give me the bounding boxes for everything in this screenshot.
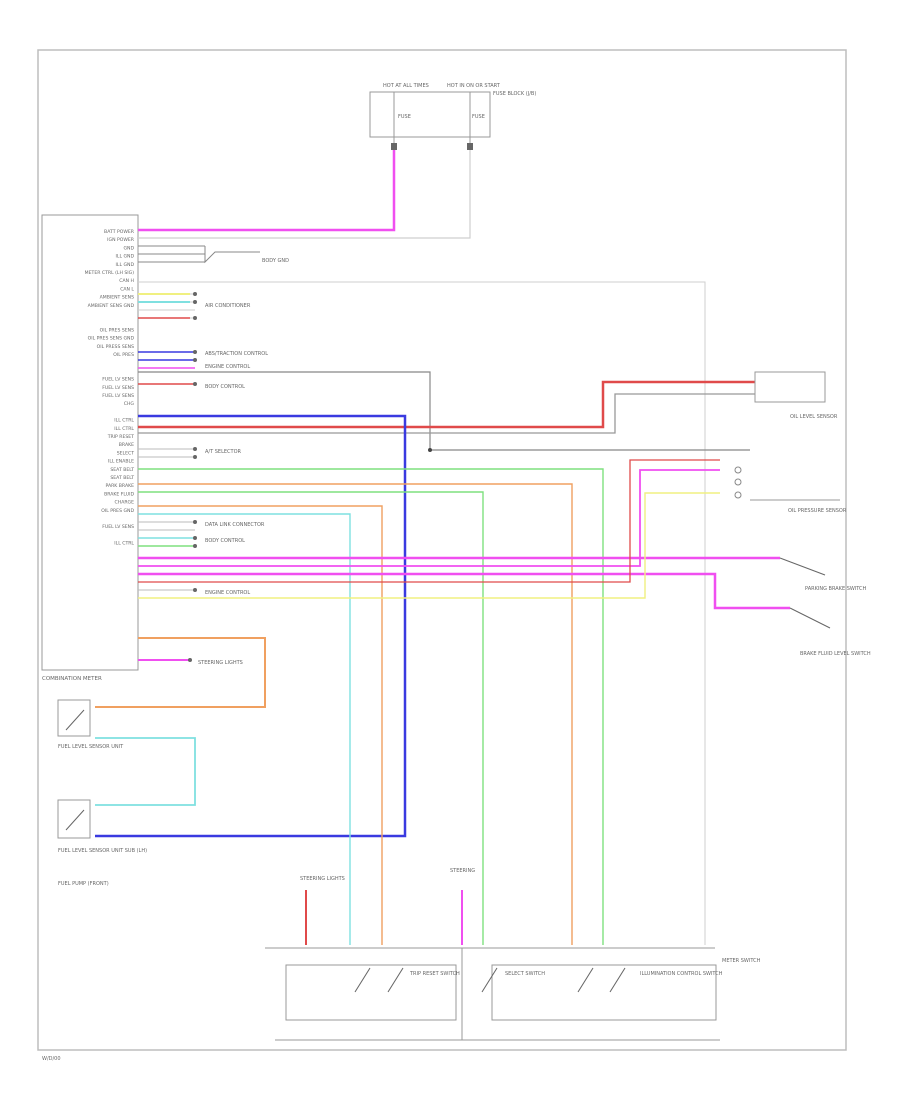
wire-green-1 <box>138 468 604 945</box>
callout-engine-control-2: ENGINE CONTROL <box>205 590 250 596</box>
wire-green-2 <box>138 491 484 945</box>
callout-data-link: DATA LINK CONNECTOR <box>205 522 265 528</box>
callout-steering: STEERING LIGHTS <box>198 660 243 666</box>
wire-oil-level-gray <box>138 393 755 434</box>
top-fuse-block: HOT AT ALL TIMES HOT IN ON OR START FUSE… <box>369 83 536 150</box>
module-pin-label: ILL CTRL <box>114 426 134 432</box>
fuel-sub-note: FUEL PUMP (FRONT) <box>58 881 109 887</box>
module-pin-label: FUEL LV SENS <box>102 377 134 383</box>
callout-body-control: BODY CONTROL <box>205 384 245 390</box>
connector-dots <box>188 292 432 662</box>
wire-oil-press-gnd <box>138 371 750 451</box>
module-pin-label: FUEL LV SENS <box>102 524 134 530</box>
fuse-right-label: FUSE <box>472 114 485 120</box>
fuel-senders: FUEL LEVEL SENSOR UNIT FUEL LEVEL SENSOR… <box>57 699 147 887</box>
module-pin-label: CAN L <box>120 286 134 292</box>
module-pin-label: METER CTRL (LH SIG) <box>85 270 135 276</box>
oil-pressure-sensor-label: OIL PRESSURE SENSOR <box>788 508 847 514</box>
module-pin-label: IGN POWER <box>107 237 135 243</box>
wire-orange-2 <box>138 505 383 945</box>
fuse-left-label: FUSE <box>398 114 411 120</box>
callout-air-conditioner: AIR CONDITIONER <box>205 303 251 309</box>
module-pin-label: BRAKE <box>119 442 134 448</box>
module-pin-label: ILL GND <box>116 262 135 268</box>
callout-at-selector: A/T SELECTOR <box>205 449 242 455</box>
wire-cyan-1 <box>138 513 351 945</box>
wire-fuel-level-blue <box>95 414 407 838</box>
wire-ground-join <box>204 246 260 264</box>
module-pin-label: PARK BRAKE <box>106 483 135 489</box>
oil-level-sensor-label: OIL LEVEL SENSOR <box>790 414 838 420</box>
fuel-sender-sub-label: FUEL LEVEL SENSOR UNIT SUB (LH) <box>58 848 147 854</box>
module-pin-label: AMBIENT SENS <box>100 295 134 301</box>
module-name: COMBINATION METER <box>42 676 102 682</box>
module-pin-label: CAN H <box>119 278 134 284</box>
wire-fuel-orange <box>95 637 266 708</box>
wire-batt-power <box>138 150 396 232</box>
right-components: OIL LEVEL SENSOR OIL PRESSURE SENSOR PAR… <box>734 371 871 657</box>
module-pin-labels: BATT POWER IGN POWER GND ILL GND ILL GND METE… <box>85 229 135 547</box>
callout-body-gnd: BODY GND <box>262 258 289 264</box>
module-pin-label: OIL PRES <box>113 352 134 358</box>
brake-fluid-label: BRAKE FLUID LEVEL SWITCH <box>800 651 871 657</box>
module-pin-label: AMBIENT SENS GND <box>88 303 135 309</box>
wire-orange-1 <box>138 483 573 945</box>
meter-switch-panel: STEERING LIGHTS STEERING TRIP RESET SWIT… <box>265 868 761 1041</box>
fuse-block-side-label: FUSE BLOCK (J/B) <box>493 91 536 97</box>
parking-brake-label: PARKING BRAKE SWITCH <box>805 586 867 592</box>
diagram-border <box>37 49 847 1051</box>
fuse-block-title-left: HOT AT ALL TIMES <box>383 83 429 89</box>
module-pin-label: SELECT <box>117 450 134 456</box>
fuse-block-title-right: HOT IN ON OR START <box>447 83 501 89</box>
callout-abs: ABS/TRACTION CONTROL <box>205 351 268 357</box>
module-pin-label: CHARGE <box>115 500 135 506</box>
module-pin-label: ILL GND <box>116 254 135 260</box>
module-pin-label: GND <box>123 245 134 251</box>
combination-meter: COMBINATION METER BATT POWER IGN POWER GND… <box>41 214 139 682</box>
meter-switch-label: METER SWITCH <box>722 958 761 964</box>
wire-ign-power <box>138 150 471 239</box>
module-pin-label: CHG <box>124 401 135 407</box>
module-pin-label: BATT POWER <box>104 229 135 235</box>
wire-layer <box>95 150 790 945</box>
module-pin-label: FUEL LV SENS <box>102 393 134 399</box>
fuel-sender-main-label: FUEL LEVEL SENSOR UNIT <box>58 744 124 750</box>
module-pin-label: OIL PRES GND <box>101 508 134 514</box>
wire-oil-level-red <box>138 380 755 429</box>
module-pin-label: SEAT BELT <box>110 467 134 473</box>
steering-lights-label: STEERING LIGHTS <box>300 876 345 882</box>
steering-label: STEERING <box>450 868 475 874</box>
module-pin-label: OIL PRES SENS GND <box>88 336 135 342</box>
module-pin-label: ILL CTRL <box>114 541 134 547</box>
module-pin-label: FUEL LV SENS <box>102 385 134 391</box>
callout-body-control-2: BODY CONTROL <box>205 538 245 544</box>
wire-ground-set <box>138 245 205 263</box>
wire-pink-brake <box>138 572 790 610</box>
wire-fuel-cyan <box>95 737 196 806</box>
callout-engine-control: ENGINE CONTROL <box>205 364 250 370</box>
module-pin-label: ILL ENABLE <box>108 459 134 465</box>
select-switch-label: SELECT SWITCH <box>505 971 545 977</box>
illumination-switch-label: ILLUMINATION CONTROL SWITCH <box>640 971 723 977</box>
module-pin-label: SEAT BELT <box>110 475 134 481</box>
module-pin-label: OIL PRES SENS <box>100 327 134 333</box>
wire-meter-ctrl <box>138 281 706 945</box>
trip-reset-switch-label: TRIP RESET SWITCH <box>409 971 460 977</box>
module-pin-label: TRIP RESET <box>107 434 134 440</box>
module-pin-label: BRAKE FLUID <box>104 491 134 497</box>
footer-code: W/D/00 <box>42 1056 61 1062</box>
module-pin-label: OIL PRESS SENS <box>97 344 134 350</box>
module-pin-label: ILL CTRL <box>114 418 134 424</box>
callout-labels: BODY GND AIR CONDITIONER ABS/TRACTION CO… <box>198 258 289 666</box>
